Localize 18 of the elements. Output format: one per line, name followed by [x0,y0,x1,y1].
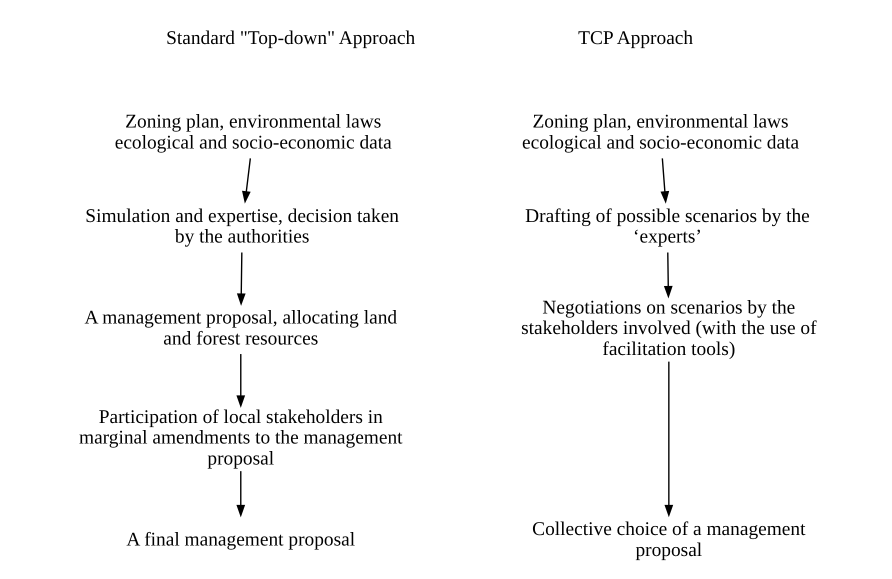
arrow [663,252,672,298]
node-text: A final management proposal [126,529,355,550]
node-text: Collective choice of a management proposal [532,518,805,561]
node-text: Negotiations on scenarios by the stakeholders involved (with the use of facilitation tools) [520,297,816,360]
node-text: Zoning plan, environmental laws ecological and socio-economic data [522,112,799,154]
node-text: Zoning plan, environmental laws ecological and socio-economic data [114,112,392,154]
node-text: Simulation and expertise, decision taken by the authorities [84,206,399,248]
label: TCP Approach [578,28,693,49]
arrow [236,252,246,306]
node-text: Participation of local stakeholders in marginal amendments to the management proposal [78,406,402,470]
node-text: Drafting of possible scenarios by the ‘experts’ [524,206,810,248]
arrow [242,158,251,204]
label: Standard "Top-down" Approach [166,28,415,49]
arrow [660,158,669,204]
arrow [236,354,245,408]
node-text: A management proposal, allocating land and forest resources [84,308,397,350]
arrow [236,471,245,518]
arrow [664,362,673,518]
